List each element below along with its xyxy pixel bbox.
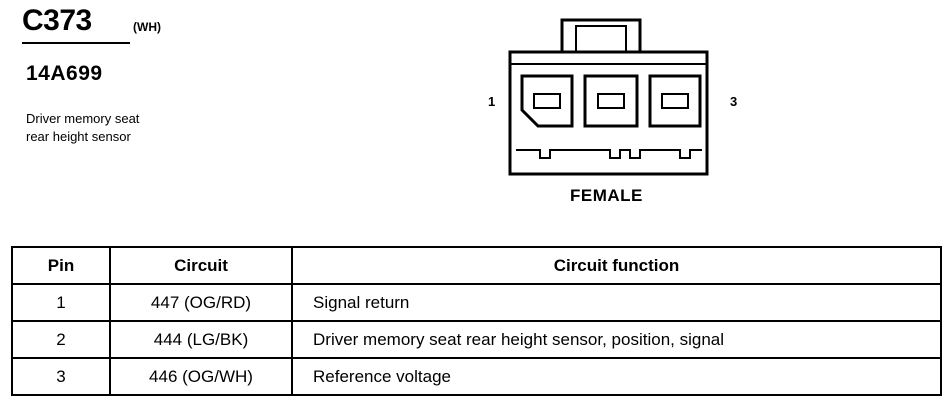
table-header-row: Pin Circuit Circuit function <box>11 246 942 285</box>
connector-face-diagram: 1 3 <box>488 18 737 176</box>
table-row: 3 446 (OG/WH) Reference voltage <box>11 357 942 396</box>
connector-gender-label: FEMALE <box>570 186 643 205</box>
pinout-table: Pin Circuit Circuit function 1 447 (OG/R… <box>11 246 942 396</box>
connector-bottom-rail <box>516 149 702 159</box>
part-number: 14A699 <box>26 62 103 85</box>
pin-cavity-2 <box>583 74 639 128</box>
cell-circuit: 447 (OG/RD) <box>109 283 293 322</box>
color-code: (WH) <box>133 20 161 34</box>
cell-pin: 3 <box>11 357 111 396</box>
title-underline <box>22 42 130 44</box>
connector-lock-tab <box>560 18 642 52</box>
table-row: 2 444 (LG/BK) Driver memory seat rear he… <box>11 320 942 359</box>
pin-label-right: 3 <box>730 94 737 109</box>
cell-function: Signal return <box>291 283 942 322</box>
connector-description: Driver memory seat rear height sensor <box>26 110 226 146</box>
pin-cavity-3 <box>648 74 702 128</box>
cell-circuit: 446 (OG/WH) <box>109 357 293 396</box>
cell-circuit: 444 (LG/BK) <box>109 320 293 359</box>
header-circuit: Circuit <box>109 246 293 285</box>
cell-pin: 2 <box>11 320 111 359</box>
table-row: 1 447 (OG/RD) Signal return <box>11 283 942 322</box>
cell-function: Driver memory seat rear height sensor, p… <box>291 320 942 359</box>
description-line-2: rear height sensor <box>26 129 131 144</box>
pin-cavity-1 <box>520 74 574 128</box>
connector-housing <box>508 50 709 176</box>
header-pin: Pin <box>11 246 111 285</box>
description-line-1: Driver memory seat <box>26 111 140 126</box>
header-circuit-function: Circuit function <box>291 246 942 285</box>
pin-label-left: 1 <box>488 94 495 109</box>
connector-id: C373 <box>22 4 92 37</box>
cell-function: Reference voltage <box>291 357 942 396</box>
cell-pin: 1 <box>11 283 111 322</box>
